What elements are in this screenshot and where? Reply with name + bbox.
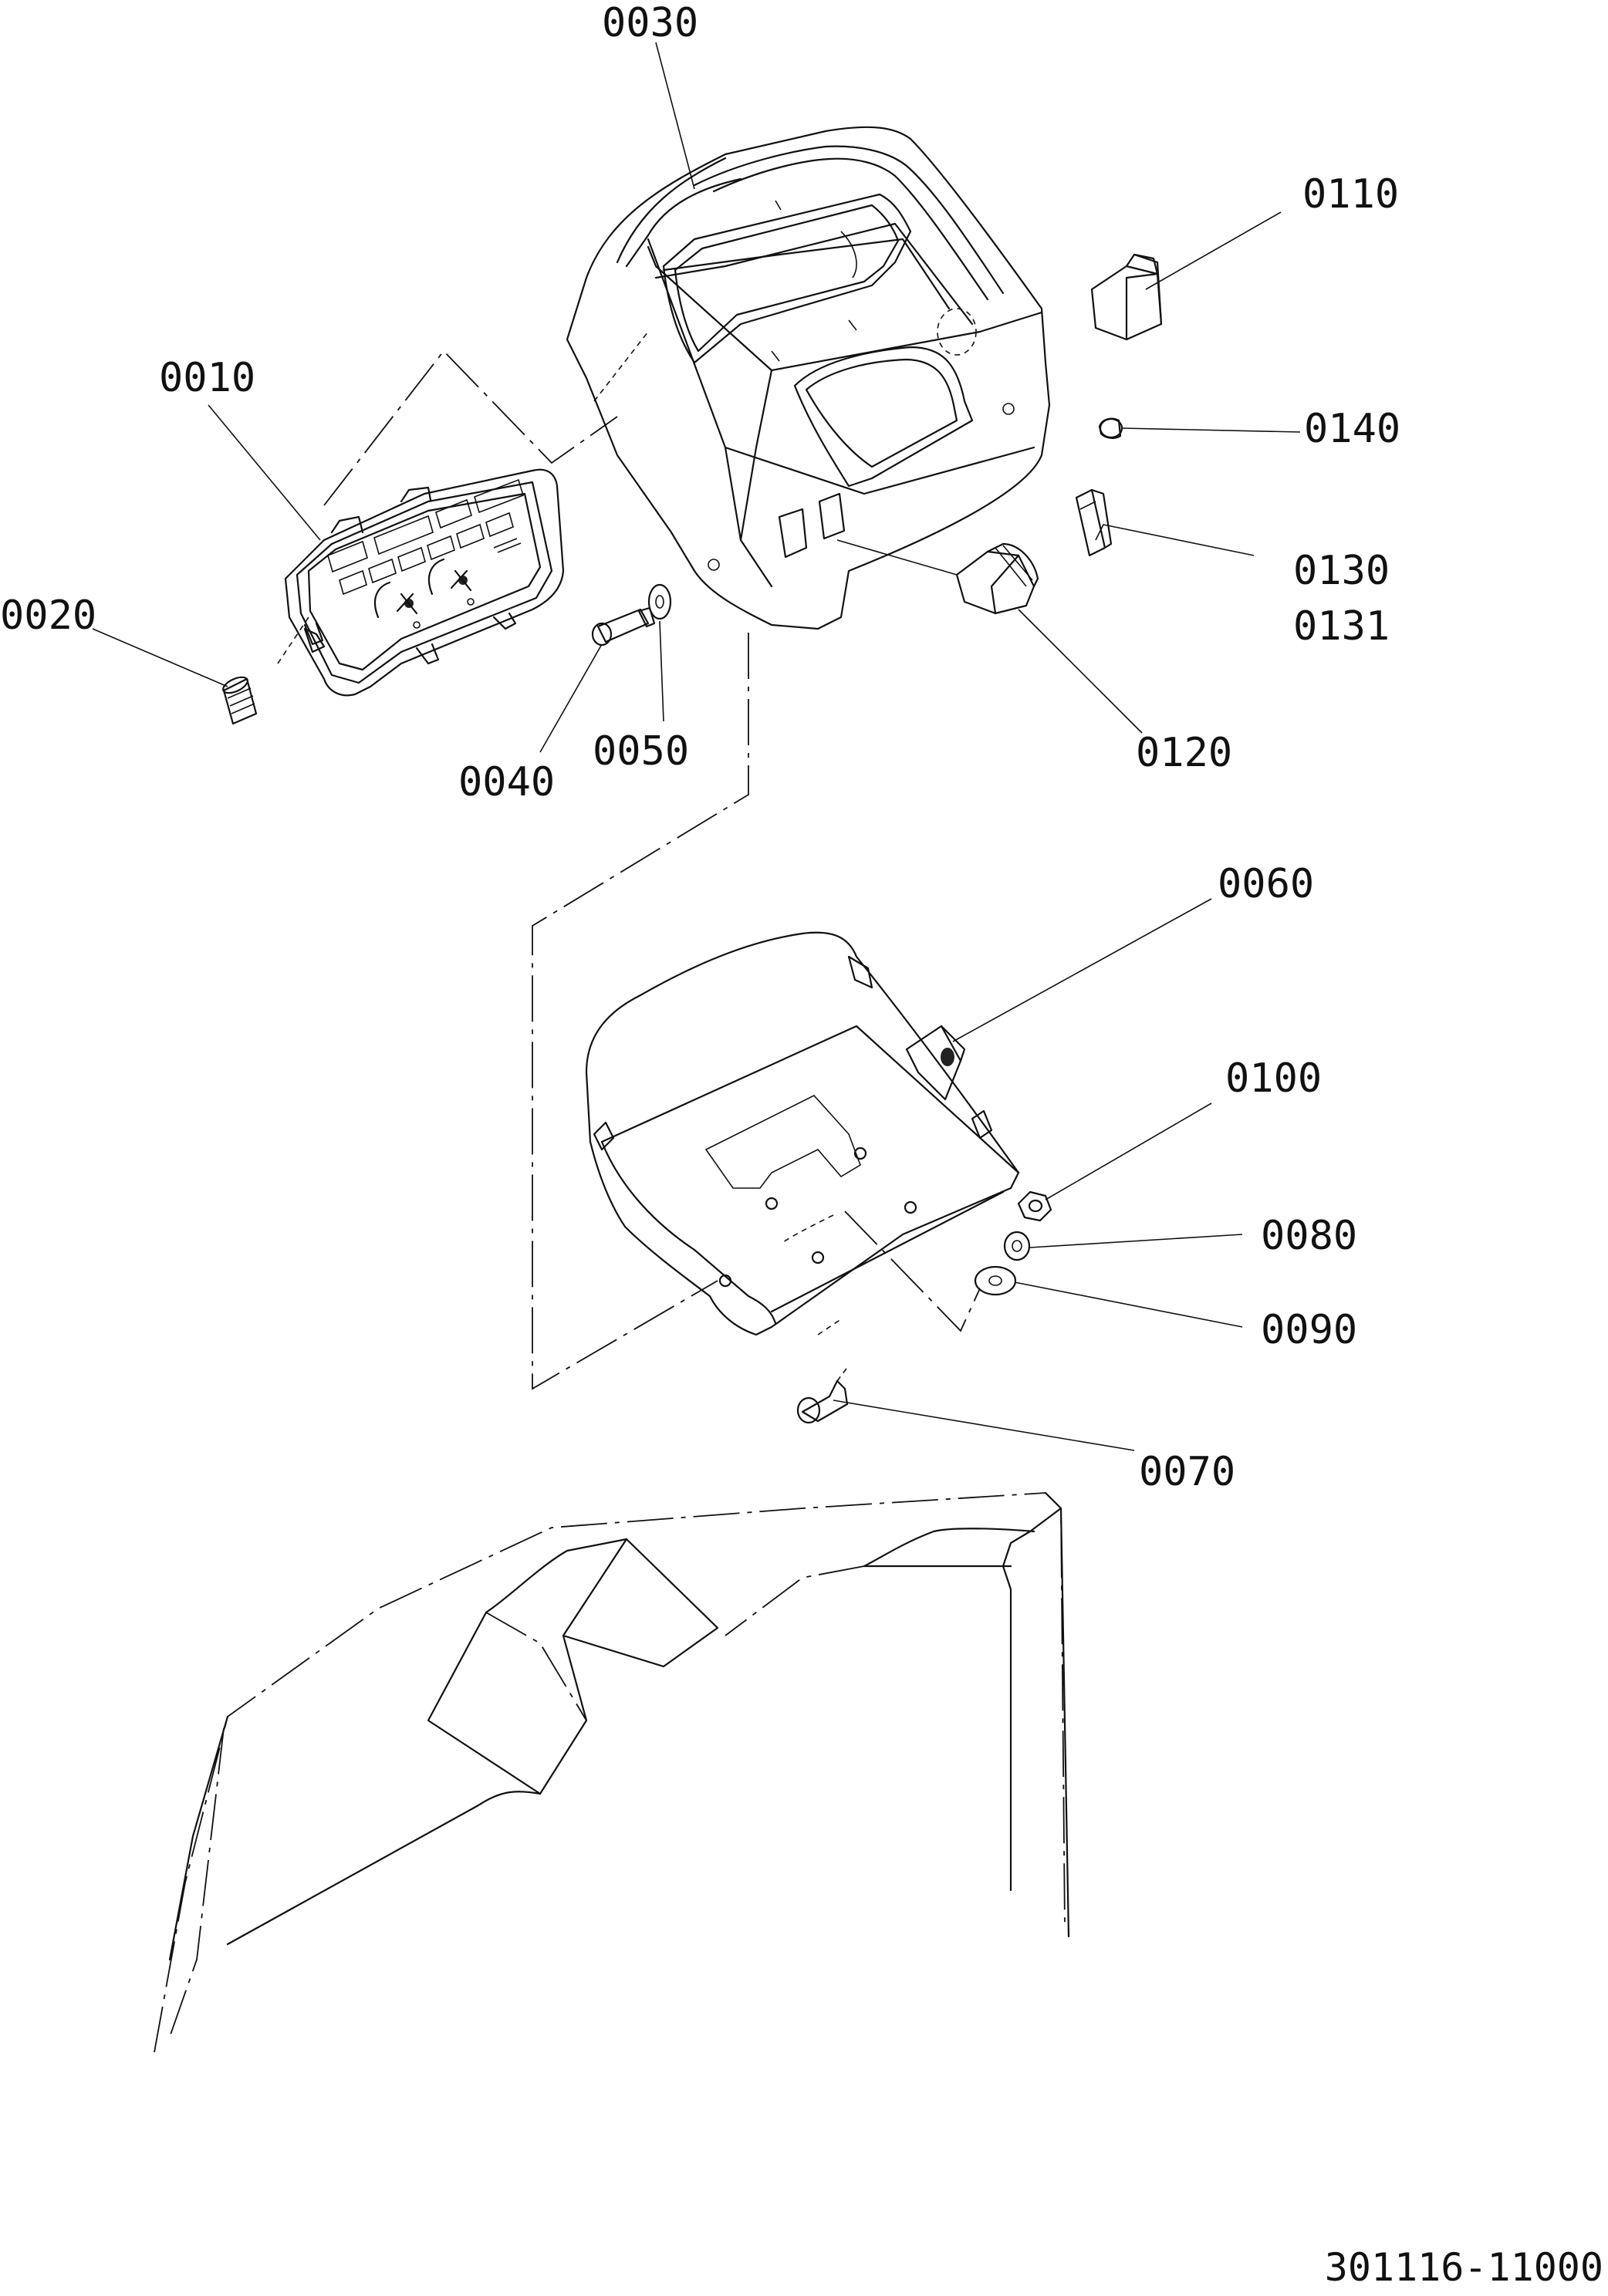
assembly-line-0060 xyxy=(532,633,749,1390)
callout-0040: 0040 xyxy=(458,759,556,805)
meter-cover-part-0030 xyxy=(566,126,1051,630)
assembly-line-0010 xyxy=(323,349,618,506)
plug-part-0140 xyxy=(1098,417,1123,439)
callout-0110: 0110 xyxy=(1302,171,1400,218)
callout-0120: 0120 xyxy=(1136,730,1233,776)
callout-0100: 0100 xyxy=(1225,1055,1323,1102)
callout-0020: 0020 xyxy=(0,593,97,639)
callout-0050: 0050 xyxy=(593,728,690,775)
callout-0060: 0060 xyxy=(1218,861,1315,907)
meter-panel-part-0010 xyxy=(277,468,565,697)
callout-0080: 0080 xyxy=(1261,1213,1358,1259)
knob-part-0120 xyxy=(955,542,1039,615)
cab-frame-outline xyxy=(154,1491,1070,2053)
lower-cover-part-0060 xyxy=(585,931,1020,1336)
callout-0130: 0130 xyxy=(1293,548,1390,594)
bolt-part-0040 xyxy=(591,606,656,647)
washer-part-0050 xyxy=(647,583,672,620)
callout-0131: 0131 xyxy=(1293,603,1390,650)
callout-0140: 0140 xyxy=(1304,406,1401,452)
leader-lines xyxy=(92,42,1301,1451)
nut-part-0100 xyxy=(1017,1190,1052,1222)
bolt-part-0070 xyxy=(796,1365,850,1424)
document-number: 301116-11000 xyxy=(1324,2245,1603,2290)
callout-0030: 0030 xyxy=(602,0,699,46)
assembly-line-0040 xyxy=(593,331,649,402)
switch-part-0130 xyxy=(1075,488,1113,557)
switch-part-0110 xyxy=(1090,253,1163,341)
callout-0090: 0090 xyxy=(1261,1307,1358,1353)
washer-part-0090 xyxy=(974,1265,1017,1296)
callout-0070: 0070 xyxy=(1139,1449,1236,1495)
lock-washer-part-0080 xyxy=(1003,1231,1031,1261)
assembly-line-0090 xyxy=(844,1210,981,1332)
callout-0010: 0010 xyxy=(159,355,256,401)
screw-part-0020 xyxy=(222,676,258,725)
